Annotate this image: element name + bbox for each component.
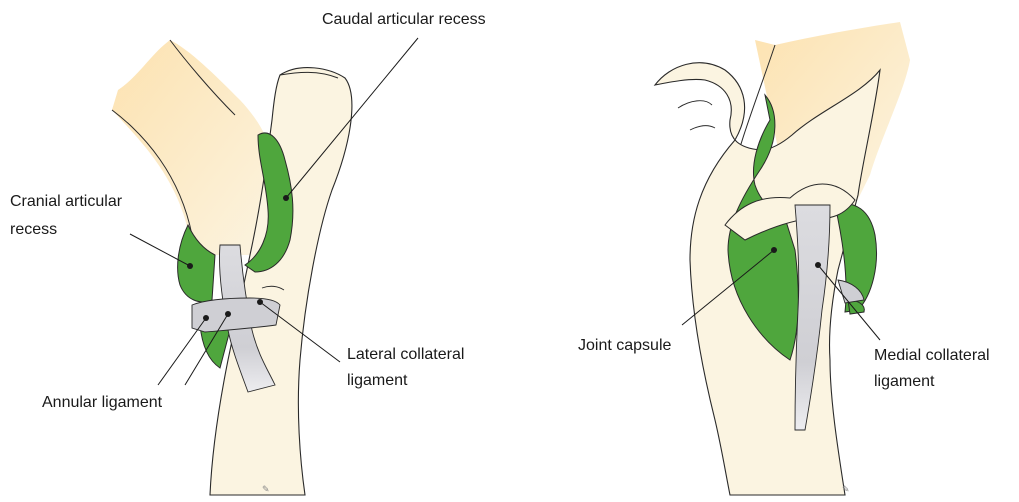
right-elbow-view: ✎ <box>655 22 910 495</box>
label-joint-capsule: Joint capsule <box>578 336 671 356</box>
label-medial-collateral-ligament-line1: Medial collateral <box>874 346 990 366</box>
svg-text:✎: ✎ <box>842 484 850 494</box>
left-elbow-view: ✎ <box>112 38 418 495</box>
label-cranial-articular-recess-line1: Cranial articular <box>10 192 122 212</box>
label-annular-ligament: Annular ligament <box>42 393 162 413</box>
humerus-left <box>112 40 274 255</box>
label-lateral-collateral-ligament-line1: Lateral collateral <box>347 345 464 365</box>
label-caudal-articular-recess: Caudal articular recess <box>322 10 486 30</box>
label-medial-collateral-ligament-line2: ligament <box>874 372 934 392</box>
label-lateral-collateral-ligament-line2: ligament <box>347 371 407 391</box>
svg-text:✎: ✎ <box>262 484 270 494</box>
label-cranial-articular-recess-line2: recess <box>10 220 57 240</box>
